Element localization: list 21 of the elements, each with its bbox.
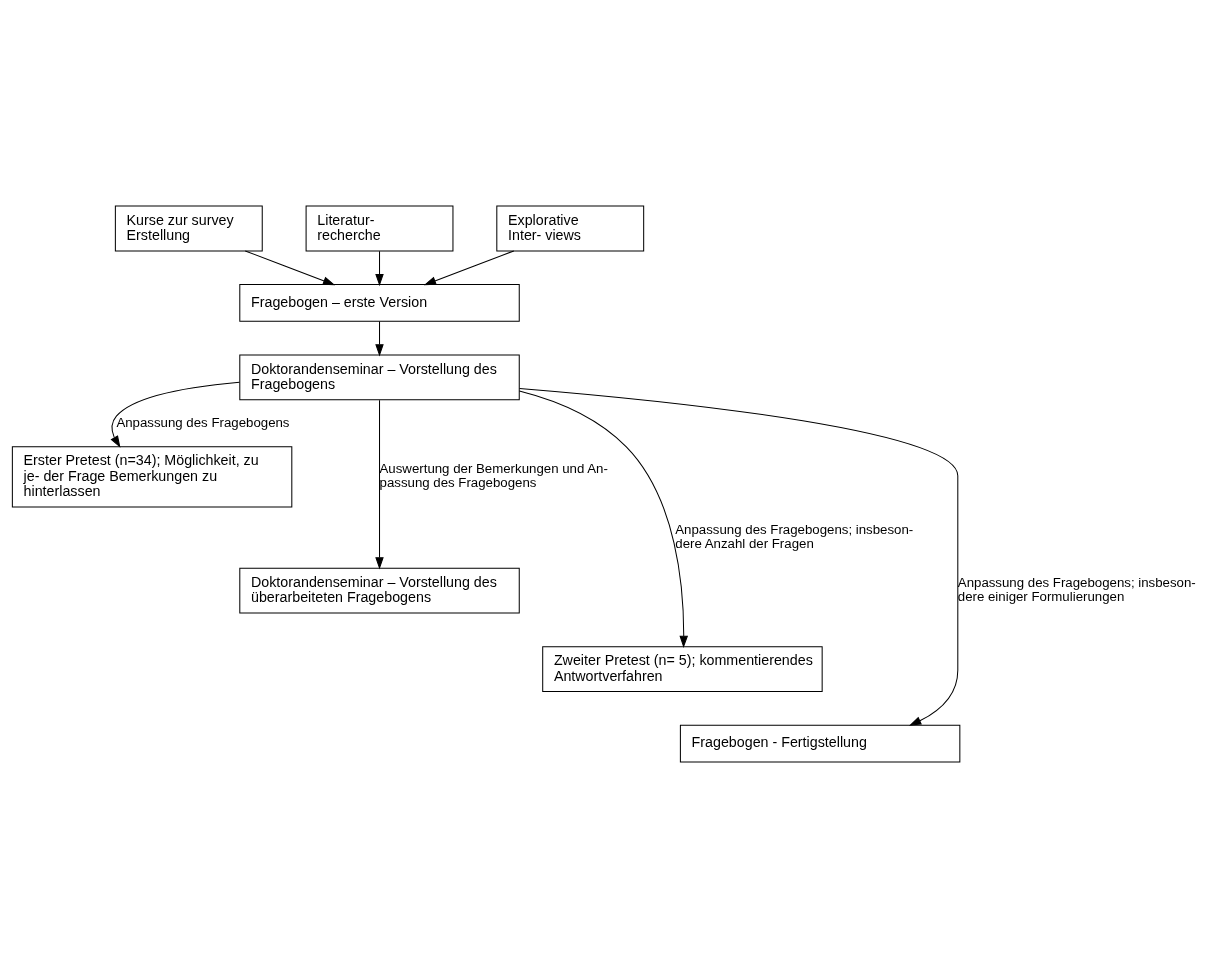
edge-label: Auswertung der Bemerkungen und An- passung des Fragebogens [379,460,608,490]
node-box: Doktorandenseminar – Vorstellung des Fragebogens [239,353,520,400]
arrow [375,399,384,569]
node-box: Fragebogen - Fertigstellung [679,724,961,762]
arrow [423,249,515,285]
arrow [110,381,240,448]
node-box: Explorative Inter- views [496,205,645,251]
node-box: Fragebogen – erste Version [239,283,520,322]
edge-label: Anpassung des Fragebogens [116,414,290,430]
arrow [519,387,959,726]
edge-label: Anpassung des Fragebogens; insbeson- dere Anzahl der Fragen [675,521,914,551]
arrow [518,389,689,648]
node-box: Kurse zur survey Erstellung [114,205,263,251]
node-box: Doktorandenseminar – Vorstellung des überarbeiteten Fragebogens [239,567,520,614]
arrow [375,320,384,356]
node-box: Zweiter Pretest (n= 5); kommentierendes Antwortverfahren [542,645,823,692]
node-box: Erster Pretest (n=34); Möglichkeit, zu je- der Frage Bemerkungen zu hinterlassen [11,445,293,507]
node-box: Literatur- recherche [305,205,454,251]
arrow [244,249,336,285]
edge-label: Anpassung des Fragebogens; insbeson- dere einiger Formulierungen [957,574,1196,604]
arrow [375,250,384,286]
